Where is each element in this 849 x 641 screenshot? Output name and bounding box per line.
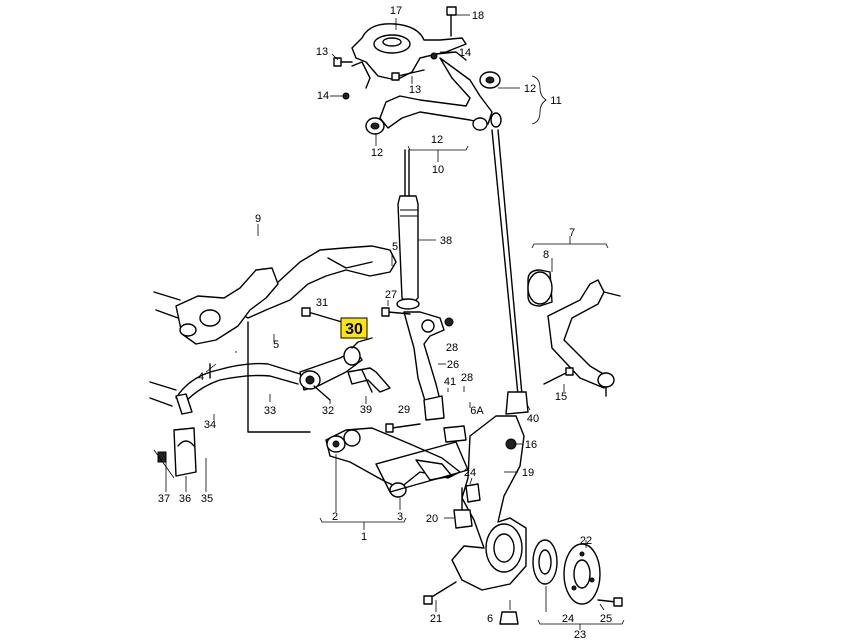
highlight-label: 30 — [345, 321, 363, 338]
label-28b: 28 — [461, 372, 473, 384]
strut-mount-assembly — [333, 6, 502, 135]
label-11: 11 — [550, 95, 561, 107]
subframe — [149, 245, 397, 479]
label-24b: 24 — [562, 613, 574, 625]
label-1: 1 — [361, 531, 367, 543]
label-14b: 14 — [317, 90, 329, 102]
label-23: 23 — [574, 629, 586, 641]
label-12c: 12 — [431, 134, 443, 146]
label-40: 40 — [527, 413, 539, 425]
lower-arms — [299, 307, 469, 498]
label-24a: 24 — [464, 467, 476, 479]
label-4: 4 — [198, 371, 204, 383]
label-19: 19 — [522, 467, 534, 479]
label-8: 8 — [543, 249, 549, 261]
bolt-13b — [391, 69, 425, 81]
label-16: 16 — [525, 439, 537, 451]
shock-absorber — [396, 149, 420, 310]
label-38: 38 — [440, 235, 452, 247]
part-labels: 17 18 13 14 14 13 12 11 12 12 10 9 38 5 … — [158, 5, 612, 641]
label-27: 27 — [385, 289, 397, 301]
stabilizer-link — [491, 129, 529, 415]
label-29: 29 — [398, 404, 410, 416]
label-25: 25 — [600, 613, 612, 625]
label-15: 15 — [555, 391, 567, 403]
wheel-bearing-housing — [423, 415, 623, 625]
label-9: 9 — [255, 213, 261, 225]
label-22: 22 — [580, 535, 592, 547]
label-20: 20 — [426, 513, 438, 525]
label-39: 39 — [360, 404, 372, 416]
label-34: 34 — [204, 419, 216, 431]
label-33: 33 — [264, 405, 276, 417]
label-28a: 28 — [446, 342, 458, 354]
label-6a: 6A — [470, 405, 484, 417]
label-12a: 12 — [524, 83, 536, 95]
label-36: 36 — [179, 493, 191, 505]
label-7: 7 — [569, 227, 575, 239]
label-2: 2 — [332, 511, 338, 523]
label-10: 10 — [432, 164, 444, 176]
label-41: 41 — [444, 376, 456, 388]
label-32: 32 — [322, 405, 334, 417]
label-21: 21 — [430, 613, 442, 625]
label-37: 37 — [158, 493, 170, 505]
label-12b: 12 — [371, 147, 383, 159]
label-18: 18 — [472, 10, 484, 22]
bolt-18 — [446, 6, 457, 37]
label-17: 17 — [390, 5, 402, 17]
leader-lines — [165, 14, 625, 630]
shock-fork — [381, 307, 467, 443]
label-5b: 5 — [392, 241, 398, 253]
label-35: 35 — [201, 493, 213, 505]
label-5: 5 — [273, 339, 279, 351]
bolt-13 — [333, 57, 353, 67]
label-14a: 14 — [459, 47, 471, 59]
highlight-30: 30 — [340, 317, 368, 339]
label-3: 3 — [397, 511, 403, 523]
label-31: 31 — [316, 297, 328, 309]
label-13b: 13 — [409, 84, 421, 96]
label-6: 6 — [487, 613, 493, 625]
highlight-box — [340, 317, 368, 339]
upper-arm-right — [527, 269, 621, 397]
label-26: 26 — [447, 359, 459, 371]
label-13a: 13 — [316, 46, 328, 58]
